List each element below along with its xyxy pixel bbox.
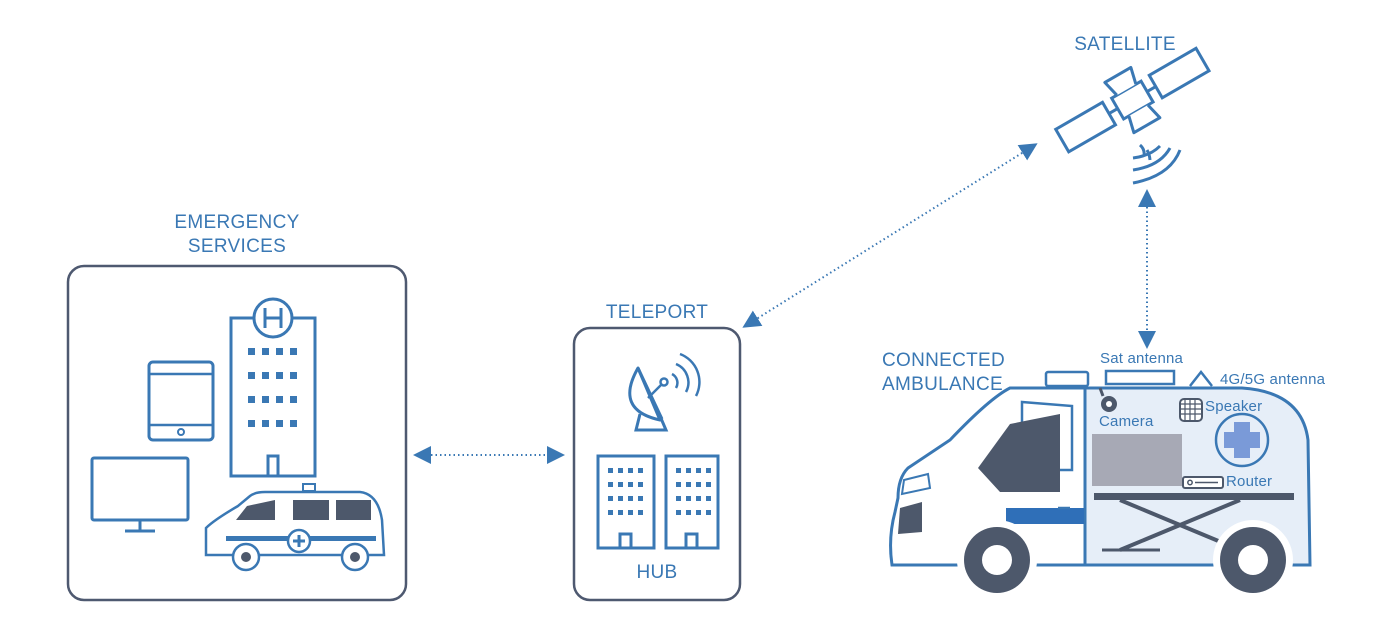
sat-antenna-unit xyxy=(1104,369,1176,386)
satellite-icon xyxy=(1053,46,1212,154)
satellite-dish-icon xyxy=(628,352,701,432)
camera-icon xyxy=(1098,387,1117,412)
front-wheel xyxy=(957,520,1037,600)
lte-antenna-unit xyxy=(1189,369,1213,387)
tablet-icon xyxy=(147,360,215,442)
camera-label: Camera xyxy=(1099,413,1154,430)
emergency-title-line2: SERVICES xyxy=(187,236,287,257)
speaker-icon xyxy=(1179,398,1203,422)
medical-cross-icon xyxy=(1214,412,1270,468)
router-label: Router xyxy=(1226,473,1273,490)
hub-label: HUB xyxy=(636,562,678,583)
speaker-label: Speaker xyxy=(1205,398,1263,415)
connected-ambulance xyxy=(889,369,1312,600)
onboard-screen xyxy=(1092,434,1182,486)
emergency-title-line1: EMERGENCY xyxy=(174,212,300,233)
rear-wheel xyxy=(1213,520,1293,600)
emergency-services-box xyxy=(66,264,408,602)
ambulance-title-line2: AMBULANCE xyxy=(882,374,1003,395)
link-teleport-satellite xyxy=(742,143,1038,328)
router-icon xyxy=(1182,476,1224,489)
office-buildings-icon xyxy=(596,454,720,550)
monitor-icon xyxy=(90,456,190,533)
sat-antenna-label: Sat antenna xyxy=(1100,350,1184,367)
satellite-title: SATELLITE xyxy=(1074,34,1176,55)
hospital-building-icon xyxy=(229,297,317,478)
ambulance-title-line1: CONNECTED xyxy=(882,350,1006,371)
light-bar xyxy=(1044,370,1090,388)
small-ambulance-icon xyxy=(204,483,386,572)
signal-waves-icon xyxy=(1132,143,1182,185)
teleport-title: TELEPORT xyxy=(605,302,709,323)
lte-antenna-label: 4G/5G antenna xyxy=(1220,371,1326,388)
teleport-box xyxy=(572,326,742,602)
